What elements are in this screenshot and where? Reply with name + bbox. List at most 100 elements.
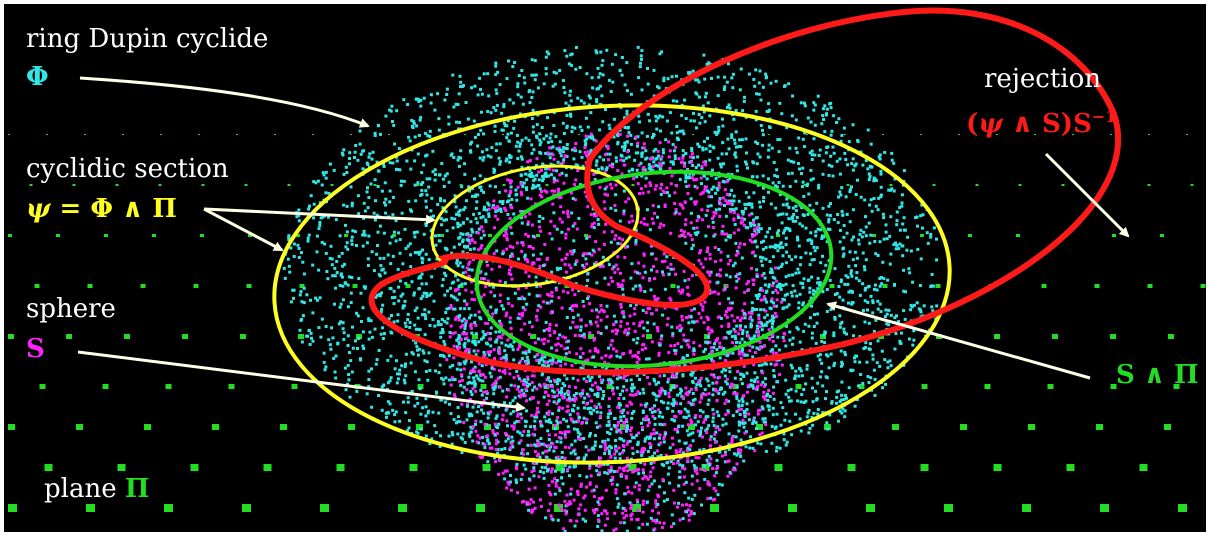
cyclide-point: [505, 157, 509, 161]
cyclide-point: [786, 158, 790, 162]
cyclide-point: [675, 74, 678, 78]
plane-point: [152, 234, 156, 237]
cyclide-point: [671, 385, 675, 389]
cyclide-point: [766, 230, 770, 234]
cyclide-point: [614, 53, 618, 57]
cyclide-point: [863, 299, 867, 303]
cyclide-point: [573, 126, 577, 130]
cyclide-point: [810, 336, 814, 340]
cyclide-point: [710, 76, 713, 80]
sphere-point: [650, 432, 653, 436]
sphere-point: [701, 265, 705, 269]
cyclide-point: [506, 132, 510, 136]
cyclide-point: [832, 114, 836, 118]
cyclide-point: [504, 343, 508, 347]
cyclide-point: [706, 379, 710, 383]
cyclide-point: [452, 105, 456, 109]
sphere-point: [509, 254, 512, 258]
cyclide-point: [470, 86, 474, 90]
sphere-point: [464, 270, 468, 274]
plane-point: [866, 504, 875, 512]
sphere-point: [516, 287, 520, 291]
sphere-point: [561, 160, 565, 164]
cyclide-point: [397, 285, 401, 289]
cyclide-point: [838, 157, 842, 161]
cyclide-point: [840, 411, 844, 415]
sphere-point: [727, 324, 731, 328]
cyclide-point: [494, 64, 498, 68]
sphere-point: [706, 326, 710, 330]
sphere-point: [512, 425, 516, 429]
cyclide-point: [595, 410, 599, 414]
cyclide-point: [811, 400, 815, 404]
cyclide-point: [750, 212, 754, 216]
sphere-point: [684, 241, 688, 245]
sphere-point: [509, 181, 512, 185]
plane-point: [298, 334, 304, 339]
cyclide-point: [407, 426, 411, 430]
sphere-point: [623, 330, 627, 334]
sphere-point: [689, 197, 693, 201]
cyclide-point: [784, 378, 788, 382]
cyclide-point: [788, 185, 792, 188]
sphere-point: [478, 436, 482, 440]
sphere-point: [613, 204, 617, 207]
cyclide-point: [456, 103, 460, 106]
cyclide-point: [618, 393, 622, 396]
cyclide-point: [707, 424, 711, 428]
cyclide-point: [466, 117, 470, 121]
cyclide-point: [487, 214, 491, 218]
cyclide-point: [752, 335, 756, 339]
cyclide-point: [468, 189, 472, 193]
sphere-point: [555, 179, 559, 183]
cyclide-point: [631, 436, 635, 440]
sphere-point: [767, 389, 771, 392]
plane-point: [502, 184, 506, 186]
cyclide-point: [838, 240, 842, 244]
cyclide-point: [744, 160, 747, 164]
cyclide-point: [879, 172, 883, 176]
sphere-point: [530, 374, 534, 378]
cyclide-point: [753, 229, 757, 233]
sphere-point: [498, 458, 501, 462]
sphere-point: [526, 196, 530, 200]
cyclide-point: [345, 204, 349, 208]
cyclide-point: [691, 398, 695, 402]
cyclide-point: [456, 225, 460, 229]
cyclide-point: [708, 149, 712, 153]
cyclide-point: [568, 474, 571, 478]
sphere-point: [723, 313, 727, 317]
cyclide-point: [678, 129, 682, 133]
cyclide-point: [627, 131, 631, 135]
sphere-point: [467, 339, 471, 343]
cyclide-point: [790, 433, 794, 437]
sphere-point: [596, 394, 599, 398]
cyclide-point: [737, 403, 740, 407]
cyclide-point: [326, 277, 330, 281]
cyclide-point: [840, 320, 844, 324]
sphere-point: [656, 297, 660, 301]
cyclide-point: [718, 388, 722, 392]
sphere-point: [563, 529, 567, 533]
cyclide-point: [493, 433, 497, 437]
cyclide-point: [493, 384, 497, 388]
sphere-point: [762, 272, 766, 275]
cyclide-point: [337, 322, 341, 326]
sphere-point: [682, 482, 686, 486]
cyclide-point: [702, 110, 706, 114]
cyclide-point: [657, 381, 660, 385]
cyclide-point: [769, 202, 773, 206]
cyclide-point: [574, 67, 578, 71]
sphere-point: [690, 274, 694, 278]
sphere-point: [520, 314, 524, 317]
cyclide-point: [342, 331, 346, 335]
sphere-point: [543, 243, 547, 246]
cyclide-point: [707, 61, 711, 65]
plane-point: [820, 334, 826, 339]
sphere-point: [632, 322, 636, 326]
cyclide-point: [424, 252, 428, 256]
cyclide-point: [300, 251, 303, 255]
cyclide-point: [732, 327, 736, 331]
cyclide-point: [419, 116, 423, 120]
cyclide-point: [815, 321, 819, 325]
